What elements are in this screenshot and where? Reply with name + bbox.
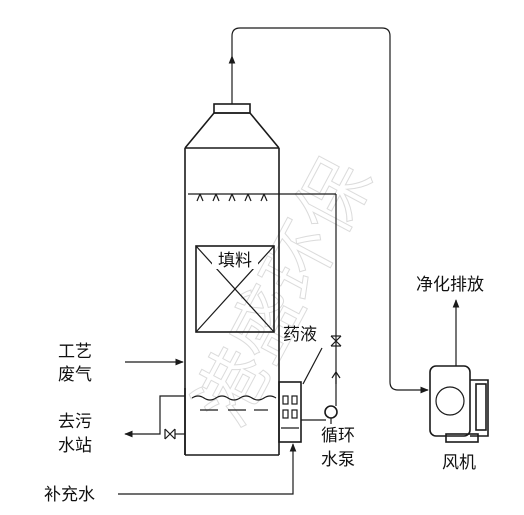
watermark: 港盛环保 [178,144,388,439]
packing-bed: 填料 [195,245,275,333]
chemical-pointer [302,347,323,385]
circulation-pump [324,405,338,419]
svg-text:港盛环保: 港盛环保 [178,145,387,439]
spray-header [188,193,336,202]
pump-label-1: 循环 [321,426,355,446]
riser-valve [330,335,342,347]
exhaust-duct [228,27,429,394]
wastewater-label-1: 去污 [58,412,92,432]
wastewater-outlet [124,395,185,440]
process-gas-label-2: 废气 [58,365,92,385]
pump-label-2: 水泵 [321,450,355,470]
makeup-water-label: 补充水 [44,485,95,505]
fan [429,299,489,443]
clean-discharge-label: 净化排放 [416,275,484,295]
packing-label: 填料 [218,251,252,271]
process-gas-label-1: 工艺 [58,342,92,362]
circulation-tank [184,388,277,455]
wastewater-label-2: 水站 [58,436,92,456]
chemical-dosing-box [278,381,302,443]
makeup-water-line [118,443,297,495]
fan-label: 风机 [442,453,476,473]
chemical-label: 药液 [283,325,317,345]
